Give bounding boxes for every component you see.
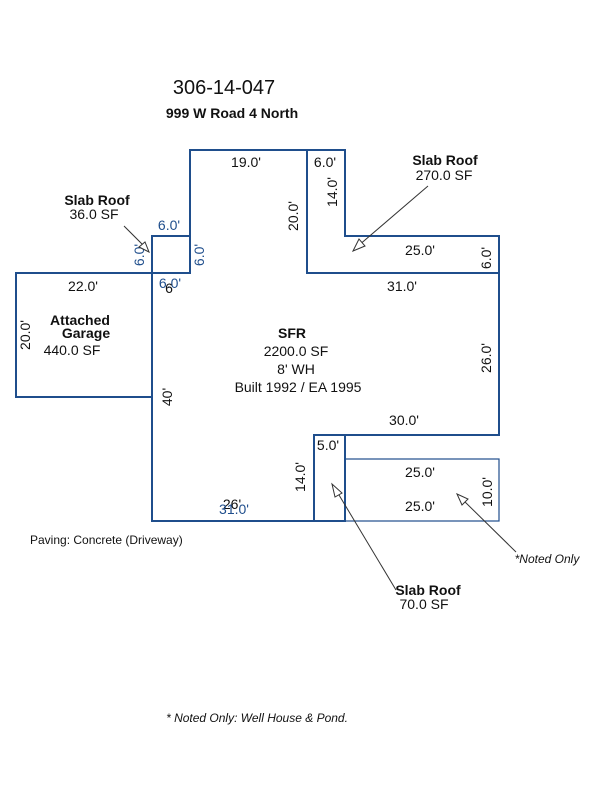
footer-note: * Noted Only: Well House & Pond.	[166, 711, 348, 725]
dim-notch-5: 5.0'	[317, 437, 339, 453]
noted-only-arrow	[461, 498, 517, 553]
garage-label-line1: Attached	[50, 312, 110, 328]
dim-bottom-26: 26'	[223, 496, 241, 512]
garage-outline	[15, 272, 152, 398]
sfr-area: 2200.0 SF	[264, 343, 329, 359]
dim-mid-30: 30.0'	[389, 412, 419, 428]
dim-notch-14: 14.0'	[292, 462, 308, 492]
dim-v-20: 20.0'	[285, 201, 301, 231]
dim-small-right: 6.0'	[191, 244, 207, 266]
dim-right-top-6: 6.0'	[478, 247, 494, 269]
dim-left-40: 40'	[159, 388, 175, 406]
garage-label-line2: Garage	[62, 325, 110, 341]
slab-roof-top-arrow	[357, 185, 429, 247]
slab-roof-bottom-label: Slab Roof	[395, 582, 461, 598]
dim-garage-top: 22.0'	[68, 278, 98, 294]
sfr-built: Built 1992 / EA 1995	[235, 379, 362, 395]
slab-roof-bottom-arrowhead	[331, 482, 343, 498]
dim-top-19: 19.0'	[231, 154, 261, 170]
garage-area: 440.0 SF	[44, 342, 101, 358]
sfr-wall-height: 8' WH	[277, 361, 315, 377]
slab-roof-small-area: 36.0 SF	[69, 206, 118, 222]
noted-only-label: *Noted Only	[515, 552, 581, 566]
slab-roof-small-outline	[151, 235, 191, 274]
dim-garage-left: 20.0'	[17, 320, 33, 350]
slab-roof-top-area: 270.0 SF	[416, 167, 473, 183]
dim-v-14-top: 14.0'	[324, 177, 340, 207]
dim-small-top: 6.0'	[158, 217, 180, 233]
dim-small-bottom-6: 6	[165, 280, 173, 296]
dim-right-26: 26.0'	[478, 343, 494, 373]
parcel-id: 306-14-047	[173, 77, 275, 99]
slab-roof-small-label: Slab Roof	[64, 192, 130, 208]
slab-roof-top-label: Slab Roof	[412, 152, 478, 168]
dim-pond-bottom-25: 25.0'	[405, 498, 435, 514]
dim-pond-top-25: 25.0'	[405, 464, 435, 480]
slab-roof-bottom-area: 70.0 SF	[399, 596, 448, 612]
dim-right-top-25: 25.0'	[405, 242, 435, 258]
dim-bottom-31: 31.0'	[219, 501, 249, 517]
noted-only-arrowhead	[455, 492, 469, 506]
slab-roof-small-arrowhead	[138, 241, 150, 254]
property-address: 999 W Road 4 North	[166, 105, 298, 121]
dim-top-6: 6.0'	[314, 154, 336, 170]
dim-mid-31: 31.0'	[387, 278, 417, 294]
sfr-label: SFR	[278, 325, 306, 341]
dim-small-bottom: 6.0'	[159, 275, 181, 291]
slab-roof-top-arrowhead	[351, 238, 366, 252]
noted-only-outline	[344, 458, 500, 522]
paving-note: Paving: Concrete (Driveway)	[30, 533, 183, 547]
slab-roof-bottom-arrow	[335, 489, 397, 591]
dim-pond-10: 10.0'	[479, 477, 495, 507]
slab-roof-top-outline	[307, 149, 500, 273]
